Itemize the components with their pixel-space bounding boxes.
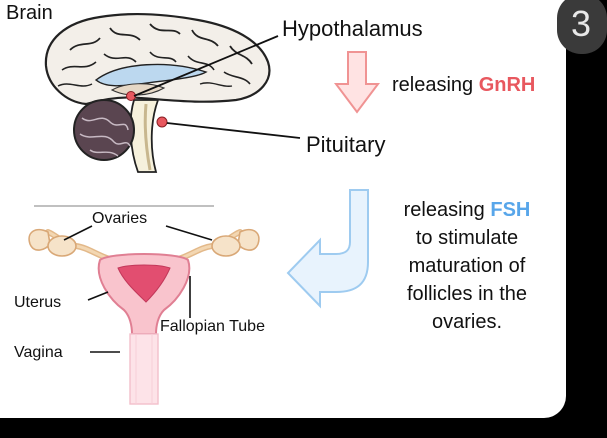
page-number-badge: 3: [557, 0, 607, 54]
fsh-line-2: to stimulate: [415, 227, 519, 249]
pituitary-leader: [166, 122, 301, 139]
vagina-label: Vagina: [14, 344, 63, 361]
fsh-line-5: ovaries.: [431, 311, 503, 333]
brain-label: Brain: [6, 2, 53, 24]
ovaries-leader-right: [165, 225, 213, 241]
fsh-caption: releasing FSH to stimulate maturation of…: [372, 196, 562, 336]
gnrh-prefix: releasing: [392, 74, 479, 96]
diagram-illustration: [28, 13, 380, 405]
fsh-hormone: FSH: [490, 199, 531, 221]
gnrh-caption: releasing GnRH: [392, 74, 535, 97]
screen-frame: Brain Hypothalamus Pituitary releasing G…: [0, 0, 607, 418]
fsh-line-4: follicles in the: [406, 283, 528, 305]
gnrh-arrow: [334, 51, 380, 114]
pituitary-label: Pituitary: [306, 132, 386, 157]
reproductive-illustration: [28, 228, 260, 405]
gnrh-hormone: GnRH: [478, 74, 536, 96]
hypothalamus-label: Hypothalamus: [282, 16, 423, 41]
fsh-line-3: maturation of: [408, 255, 526, 277]
fallopian-tube-label: Fallopian Tube: [160, 318, 265, 335]
diagram-panel: Brain Hypothalamus Pituitary releasing G…: [0, 0, 566, 418]
brain-illustration: [44, 13, 271, 173]
hypothalamus-leader: [133, 35, 279, 97]
fsh-arrow: [286, 189, 369, 309]
ovaries-label: Ovaries: [92, 210, 148, 227]
uterus-leader: [87, 291, 109, 301]
uterus-label: Uterus: [14, 294, 62, 311]
fsh-line-1: releasing FSH: [372, 196, 562, 224]
fsh-prefix: releasing: [403, 199, 491, 221]
ovaries-leader-left: [63, 225, 93, 241]
